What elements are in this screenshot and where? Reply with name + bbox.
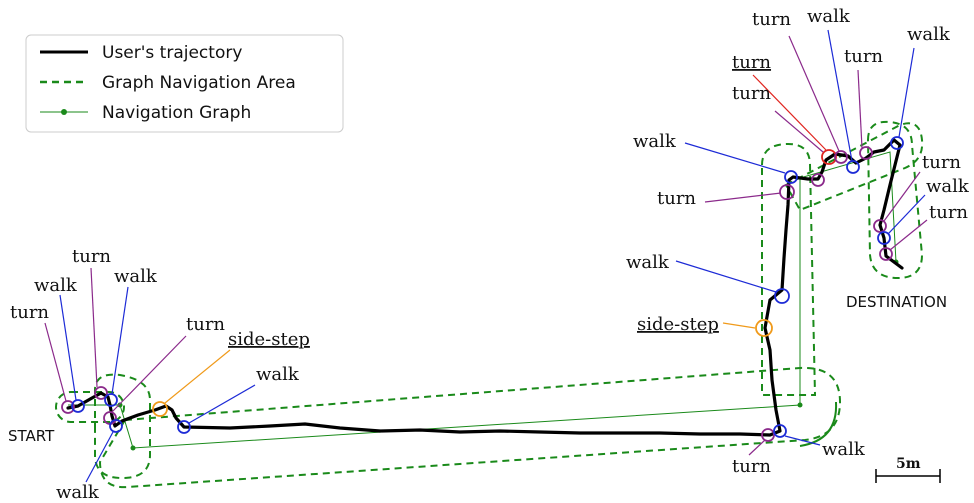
turn-marker <box>779 184 795 200</box>
turn-marker <box>61 400 75 414</box>
turn-label: turn <box>844 46 883 67</box>
turn-label: turn <box>732 83 771 104</box>
walk-marker <box>104 393 118 407</box>
right-corridor-area <box>761 142 817 396</box>
turn-marker <box>879 247 893 261</box>
start-area-zone <box>55 391 125 423</box>
top-passage-area <box>784 122 924 212</box>
turn-label: turn <box>752 9 791 30</box>
walk-label: walk <box>633 131 677 152</box>
turn-marker <box>834 150 848 164</box>
walk-marker <box>890 136 904 150</box>
turn-marker <box>811 173 825 187</box>
side-step-marker <box>152 401 168 417</box>
walk-label: walk <box>807 6 851 27</box>
event-labels: turn walk turn walk turn side-step walk … <box>10 6 970 503</box>
turn-label: turn <box>732 456 771 477</box>
walk-marker <box>846 160 860 174</box>
turn-label: turn <box>72 246 111 267</box>
scale-label: 5m <box>896 456 921 472</box>
walk-marker <box>784 170 798 184</box>
walk-marker <box>774 288 790 304</box>
highlighted-turn-label: turn <box>732 52 771 73</box>
graph-node <box>797 402 803 408</box>
walk-label: walk <box>626 252 670 273</box>
turn-label: turn <box>186 314 225 335</box>
side-step-label: side-step <box>637 314 719 335</box>
start-junction-area <box>94 373 151 480</box>
turn-label: turn <box>10 302 49 323</box>
graph-navigation-area <box>55 120 924 489</box>
walk-marker <box>109 419 123 433</box>
turn-marker <box>859 146 873 160</box>
side-step-marker <box>755 319 773 337</box>
user-trajectory <box>66 138 904 437</box>
turn-marker <box>761 428 775 442</box>
walk-label: walk <box>926 176 970 197</box>
legend-area-label: Graph Navigation Area <box>102 73 296 93</box>
turn-label: turn <box>657 188 696 209</box>
walk-label: walk <box>56 482 100 503</box>
scale-bar: 5m <box>875 456 941 483</box>
event-markers <box>61 136 904 442</box>
destination-area <box>866 120 924 280</box>
graph-node <box>130 445 136 451</box>
turn-marker <box>873 219 887 233</box>
leader-lines <box>44 29 928 483</box>
walk-marker <box>177 420 191 434</box>
turn-marker <box>94 386 108 400</box>
graph-node <box>117 402 123 408</box>
walk-label: walk <box>907 24 951 45</box>
legend-graph-node <box>61 109 67 115</box>
walk-marker <box>773 424 787 438</box>
walk-marker <box>877 231 891 245</box>
start-label: START <box>8 427 55 445</box>
walk-label: walk <box>114 266 158 287</box>
turn-label: turn <box>922 152 961 173</box>
legend-trajectory-label: User's trajectory <box>102 43 242 63</box>
side-step-label: side-step <box>228 329 310 350</box>
turn-label: turn <box>929 202 968 223</box>
walk-marker <box>71 399 85 413</box>
walk-label: walk <box>256 364 300 385</box>
legend: User's trajectory Graph Navigation Area … <box>25 34 344 133</box>
destination-label: DESTINATION <box>846 293 947 311</box>
walk-label: walk <box>822 439 866 460</box>
corridor-corner-arc <box>799 401 838 447</box>
legend-graph-label: Navigation Graph <box>102 103 251 123</box>
legend-box <box>25 34 344 133</box>
walk-label: walk <box>34 275 78 296</box>
highlighted-turn-marker <box>821 149 837 165</box>
